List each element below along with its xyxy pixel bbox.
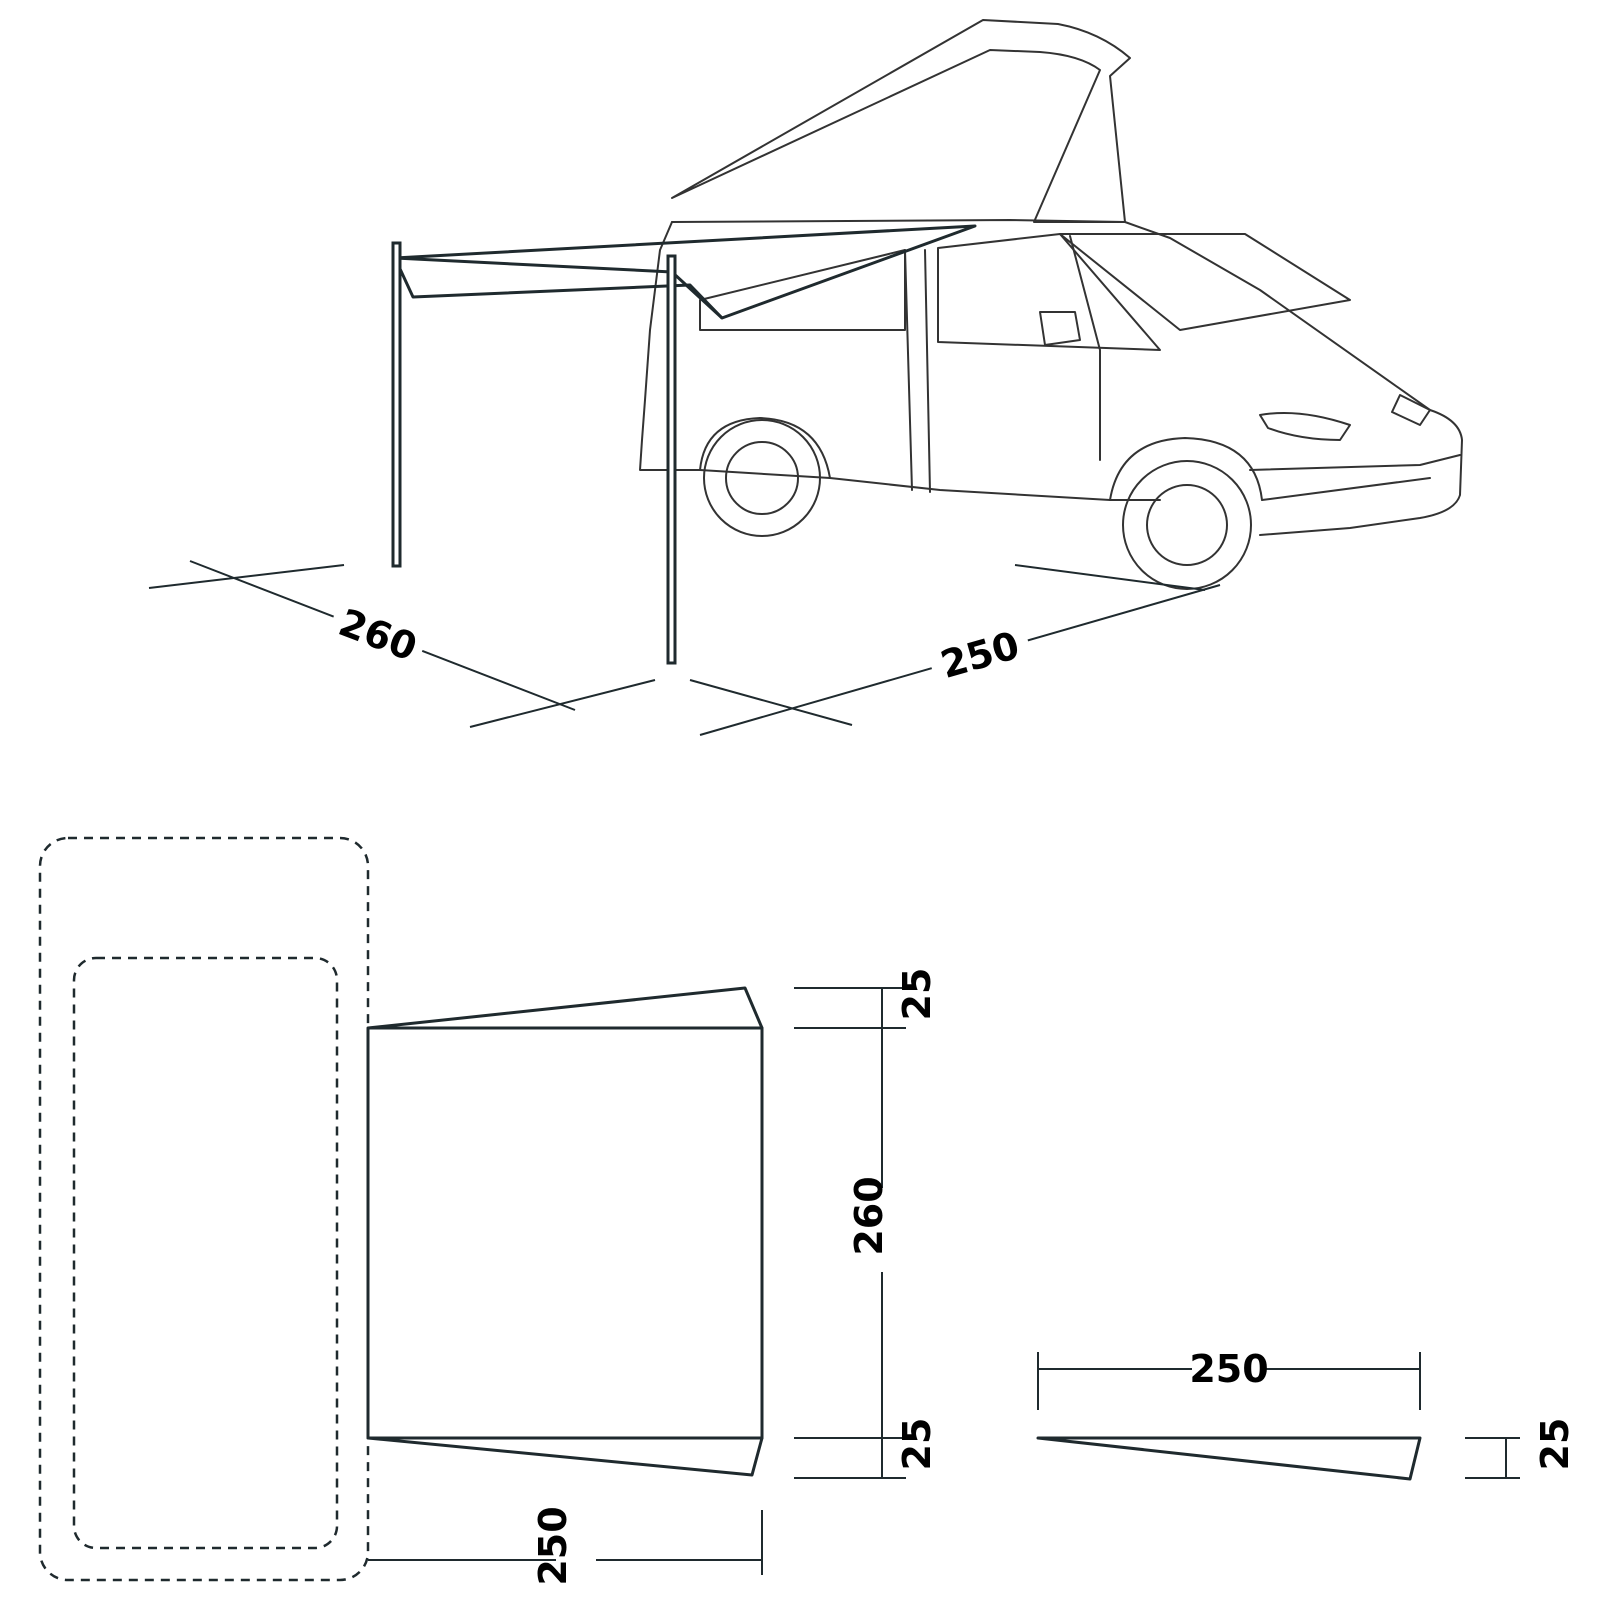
plan-bottom-flap-label: 25 <box>895 1418 939 1471</box>
length-label-mask <box>925 617 1035 693</box>
side-length-label: 250 <box>1189 1347 1268 1391</box>
perspective-view: 260 250 <box>148 19 1463 736</box>
awning-plan-rectangle <box>366 1026 764 1440</box>
van-outline-outer <box>38 836 370 1582</box>
camper-van <box>639 19 1463 590</box>
perspective-length-label: 250 <box>936 623 1024 687</box>
side-view: 250 25 <box>1036 1346 1577 1481</box>
depth-label-mask <box>324 594 431 676</box>
awning-pole-left <box>391 241 402 568</box>
plan-length-label-mask <box>556 1525 596 1600</box>
plan-length-label: 250 <box>531 1506 575 1585</box>
side-height-dimension <box>1465 1437 1520 1479</box>
plan-depth-label: 260 <box>847 1176 891 1255</box>
perspective-dimension-lines <box>148 560 1221 736</box>
side-height-label: 25 <box>1533 1418 1577 1471</box>
side-length-label-mask <box>1192 1346 1266 1392</box>
plan-view: 25 260 25 250 <box>38 836 939 1600</box>
awning-bottom-flap <box>367 1436 764 1477</box>
awning-side-profile <box>1036 1436 1422 1481</box>
plan-depth-label-mask <box>864 1188 900 1272</box>
awning-pole-right <box>666 254 677 665</box>
awning-canopy <box>393 224 977 320</box>
awning-top-flap <box>367 986 764 1030</box>
plan-top-flap-label: 25 <box>895 968 939 1021</box>
van-outline-inner <box>72 956 339 1550</box>
